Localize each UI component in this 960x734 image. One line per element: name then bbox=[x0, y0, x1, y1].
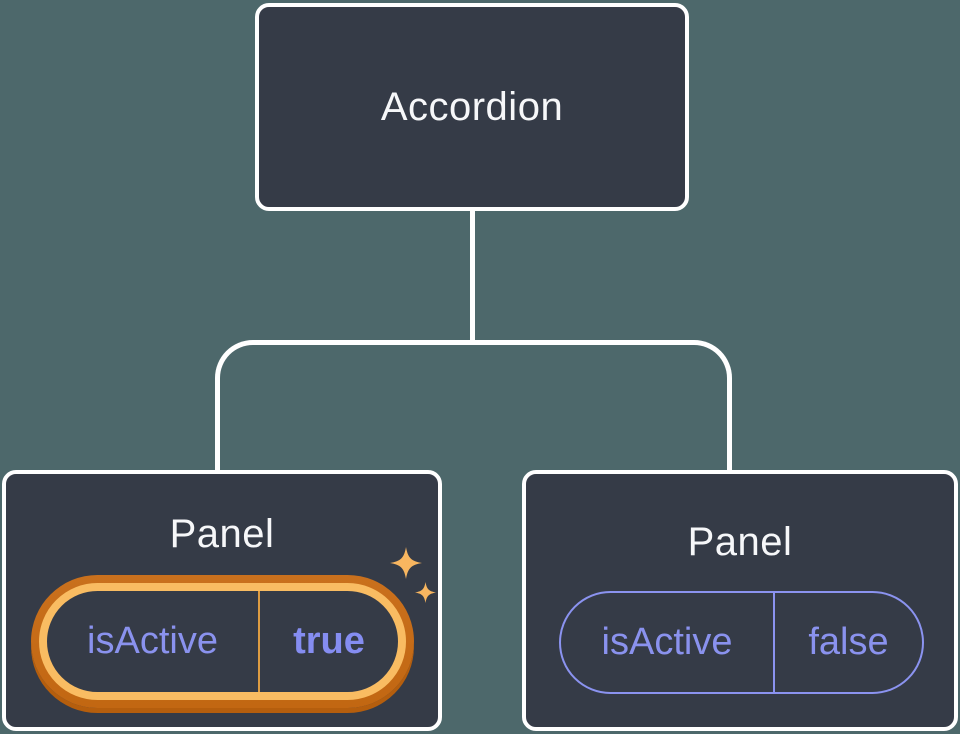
accordion-node-label: Accordion bbox=[380, 84, 564, 129]
accordion-node: Accordion bbox=[255, 3, 689, 211]
state-value: true bbox=[293, 620, 365, 662]
connector-stem bbox=[470, 211, 475, 345]
panel-node-label: Panel bbox=[169, 512, 275, 556]
state-value: false bbox=[808, 621, 889, 663]
state-key: isActive bbox=[601, 621, 733, 663]
state-pill-highlighted: isActive true bbox=[31, 575, 414, 708]
panel-node-active: Panel isActive true bbox=[2, 470, 442, 731]
state-pill-inner: isActive true bbox=[39, 583, 406, 700]
panel-node-inactive: Panel isActive false bbox=[522, 470, 958, 731]
connector-branch bbox=[215, 340, 732, 471]
state-pill: isActive false bbox=[559, 591, 924, 694]
state-key: isActive bbox=[87, 620, 218, 662]
panel-node-label: Panel bbox=[687, 520, 793, 564]
sparkle-icon bbox=[390, 547, 422, 579]
pill-divider bbox=[773, 593, 775, 692]
pill-divider bbox=[258, 591, 260, 692]
sparkle-icon bbox=[415, 582, 436, 603]
